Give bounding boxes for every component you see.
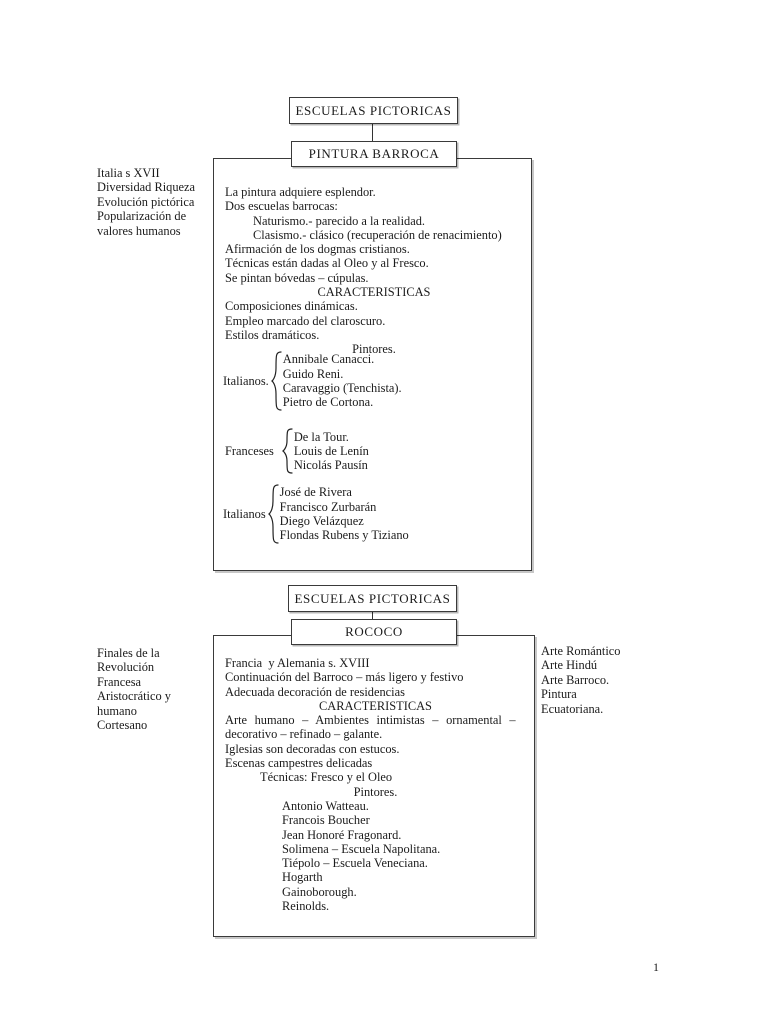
- rococo-school-box: ESCUELAS PICTORICAS: [288, 585, 457, 612]
- barroca-title-box: PINTURA BARROCA: [291, 141, 457, 167]
- margin-note: Pintura: [541, 687, 577, 702]
- painter-name: Tiépolo – Escuela Veneciana.: [282, 856, 428, 871]
- painter-name: Hogarth: [282, 870, 323, 885]
- painter-name: Diego Velázquez: [279, 514, 364, 528]
- barroca-school-box: ESCUELAS PICTORICAS: [289, 97, 458, 124]
- text-line: Arte humano – Ambientes intimistas – orn…: [225, 713, 516, 728]
- pintores-heading: Pintores.: [352, 342, 396, 357]
- painter-name: Flondas Rubens y Tiziano: [279, 528, 409, 543]
- margin-note: Aristocrático y: [97, 689, 171, 704]
- caracteristicas-heading: CARACTERISTICAS: [319, 698, 432, 713]
- painters-group-franceses: Franceses De la Tour. Louis de Lenín Nic…: [225, 428, 369, 474]
- rococo-title-label: ROCOCO: [345, 624, 403, 639]
- painter-name: Louis de Lenín: [293, 443, 369, 458]
- margin-note: valores humanos: [97, 223, 181, 238]
- rococo-connector-line: [372, 610, 373, 620]
- painter-name: Annibale Canacci.: [282, 352, 375, 367]
- group-members: José de Rivera Francisco Zurbarán Diego …: [280, 485, 409, 542]
- text-line: Estilos dramáticos.: [225, 327, 320, 342]
- margin-note: Cortesano: [97, 718, 148, 733]
- rococo-content-box: Francia y Alemania s. XVIII Continuación…: [213, 635, 535, 937]
- painter-name: Guido Reni.: [282, 366, 344, 381]
- margin-note: Arte Hindú: [541, 658, 598, 673]
- painter-name: Pietro de Cortona.: [282, 395, 374, 410]
- text-line: Francia y Alemania s. XVIII: [225, 656, 370, 670]
- text-line: Clasismo.- clásico (recuperación de rena…: [253, 227, 502, 242]
- rococo-text-block: Francia y Alemania s. XVIII Continuación…: [225, 656, 526, 913]
- text-line: decorativo – refinado – galante.: [225, 727, 383, 742]
- text-line: Técnicas están dadas al Oleo y al Fresco…: [225, 256, 429, 271]
- pintores-heading: Pintores.: [353, 784, 398, 799]
- caracteristicas-heading: CARACTERISTICAS: [317, 285, 431, 300]
- painter-name: Gainoborough.: [282, 884, 357, 899]
- painters-group-italianos-2: Italianos José de Rivera Francisco Zurba…: [223, 484, 409, 544]
- margin-note: Ecuatoriana.: [541, 701, 604, 716]
- painter-name: Francois Boucher: [282, 813, 370, 828]
- barroca-content-box: La pintura adquiere esplendor. Dos escue…: [213, 158, 532, 571]
- group-members: Annibale Canacci. Guido Reni. Caravaggio…: [283, 352, 402, 409]
- group-label: Italianos.: [223, 373, 269, 388]
- text-line: Empleo marcado del claroscuro.: [225, 313, 386, 328]
- page-number: 1: [653, 960, 659, 974]
- left-brace-icon: [270, 351, 282, 411]
- barroca-title-label: PINTURA BARROCA: [308, 146, 440, 161]
- text-line: Iglesias son decoradas con estucos.: [225, 741, 400, 756]
- left-brace-icon: [281, 428, 293, 474]
- painter-name: Jean Honoré Fragonard.: [282, 827, 402, 842]
- rococo-painter-list: Antonio Watteau. Francois Boucher Jean H…: [282, 799, 526, 913]
- rococo-left-margin-notes: Finales de la Revolución Francesa Aristo…: [97, 646, 215, 732]
- text-line: Dos escuelas barrocas:: [225, 199, 338, 214]
- painter-name: De la Tour.: [293, 429, 349, 444]
- margin-note: Diversidad Riqueza: [97, 180, 196, 195]
- painter-name: Antonio Watteau.: [282, 798, 369, 813]
- text-line: Técnicas: Fresco y el Oleo: [260, 770, 393, 785]
- margin-note: Revolución: [97, 660, 155, 675]
- left-brace-icon: [267, 484, 279, 544]
- text-line: Afirmación de los dogmas cristianos.: [225, 242, 410, 257]
- barroca-connector-line: [372, 122, 373, 142]
- text-line: Continuación del Barroco – más ligero y …: [225, 670, 464, 685]
- barroca-left-margin-notes: Italia s XVII Diversidad Riqueza Evoluci…: [97, 166, 215, 238]
- margin-note: Italia s XVII: [97, 166, 160, 180]
- margin-note: Popularización de: [97, 209, 187, 224]
- rococo-title-box: ROCOCO: [291, 619, 457, 645]
- barroca-school-label: ESCUELAS PICTORICAS: [295, 102, 452, 118]
- margin-note: humano: [97, 703, 137, 718]
- text-line: Se pintan bóvedas – cúpulas.: [225, 270, 369, 285]
- painter-name: Solimena – Escuela Napolitana.: [282, 841, 441, 856]
- painter-name: Reinolds.: [282, 899, 330, 914]
- text-line: Naturismo.- parecido a la realidad.: [253, 213, 426, 228]
- text-line: Composiciones dinámicas.: [225, 299, 358, 314]
- margin-note: Finales de la: [97, 646, 160, 660]
- rococo-right-margin-notes: Arte Romántico Arte Hindú Arte Barroco. …: [541, 644, 661, 716]
- painter-name: Francisco Zurbarán: [279, 499, 377, 514]
- text-line: Adecuada decoración de residencias: [225, 684, 405, 699]
- group-label: Italianos: [223, 506, 266, 521]
- barroca-text-block: La pintura adquiere esplendor. Dos escue…: [225, 185, 523, 357]
- painter-name: José de Rivera: [279, 485, 352, 500]
- group-label: Franceses: [225, 443, 274, 458]
- text-line: La pintura adquiere esplendor.: [225, 185, 376, 199]
- margin-note: Arte Romántico: [541, 644, 621, 658]
- rococo-school-label: ESCUELAS PICTORICAS: [294, 590, 451, 606]
- painters-group-italianos-1: Italianos. Annibale Canacci. Guido Reni.…: [223, 351, 402, 411]
- painter-name: Caravaggio (Tenchista).: [282, 381, 402, 395]
- text-line: Escenas campestres delicadas: [225, 756, 373, 771]
- group-members: De la Tour. Louis de Lenín Nicolás Pausí…: [294, 430, 369, 473]
- margin-note: Evolución pictórica: [97, 194, 195, 209]
- margin-note: Arte Barroco.: [541, 672, 610, 687]
- margin-note: Francesa: [97, 674, 142, 689]
- painter-name: Nicolás Pausín: [293, 458, 368, 473]
